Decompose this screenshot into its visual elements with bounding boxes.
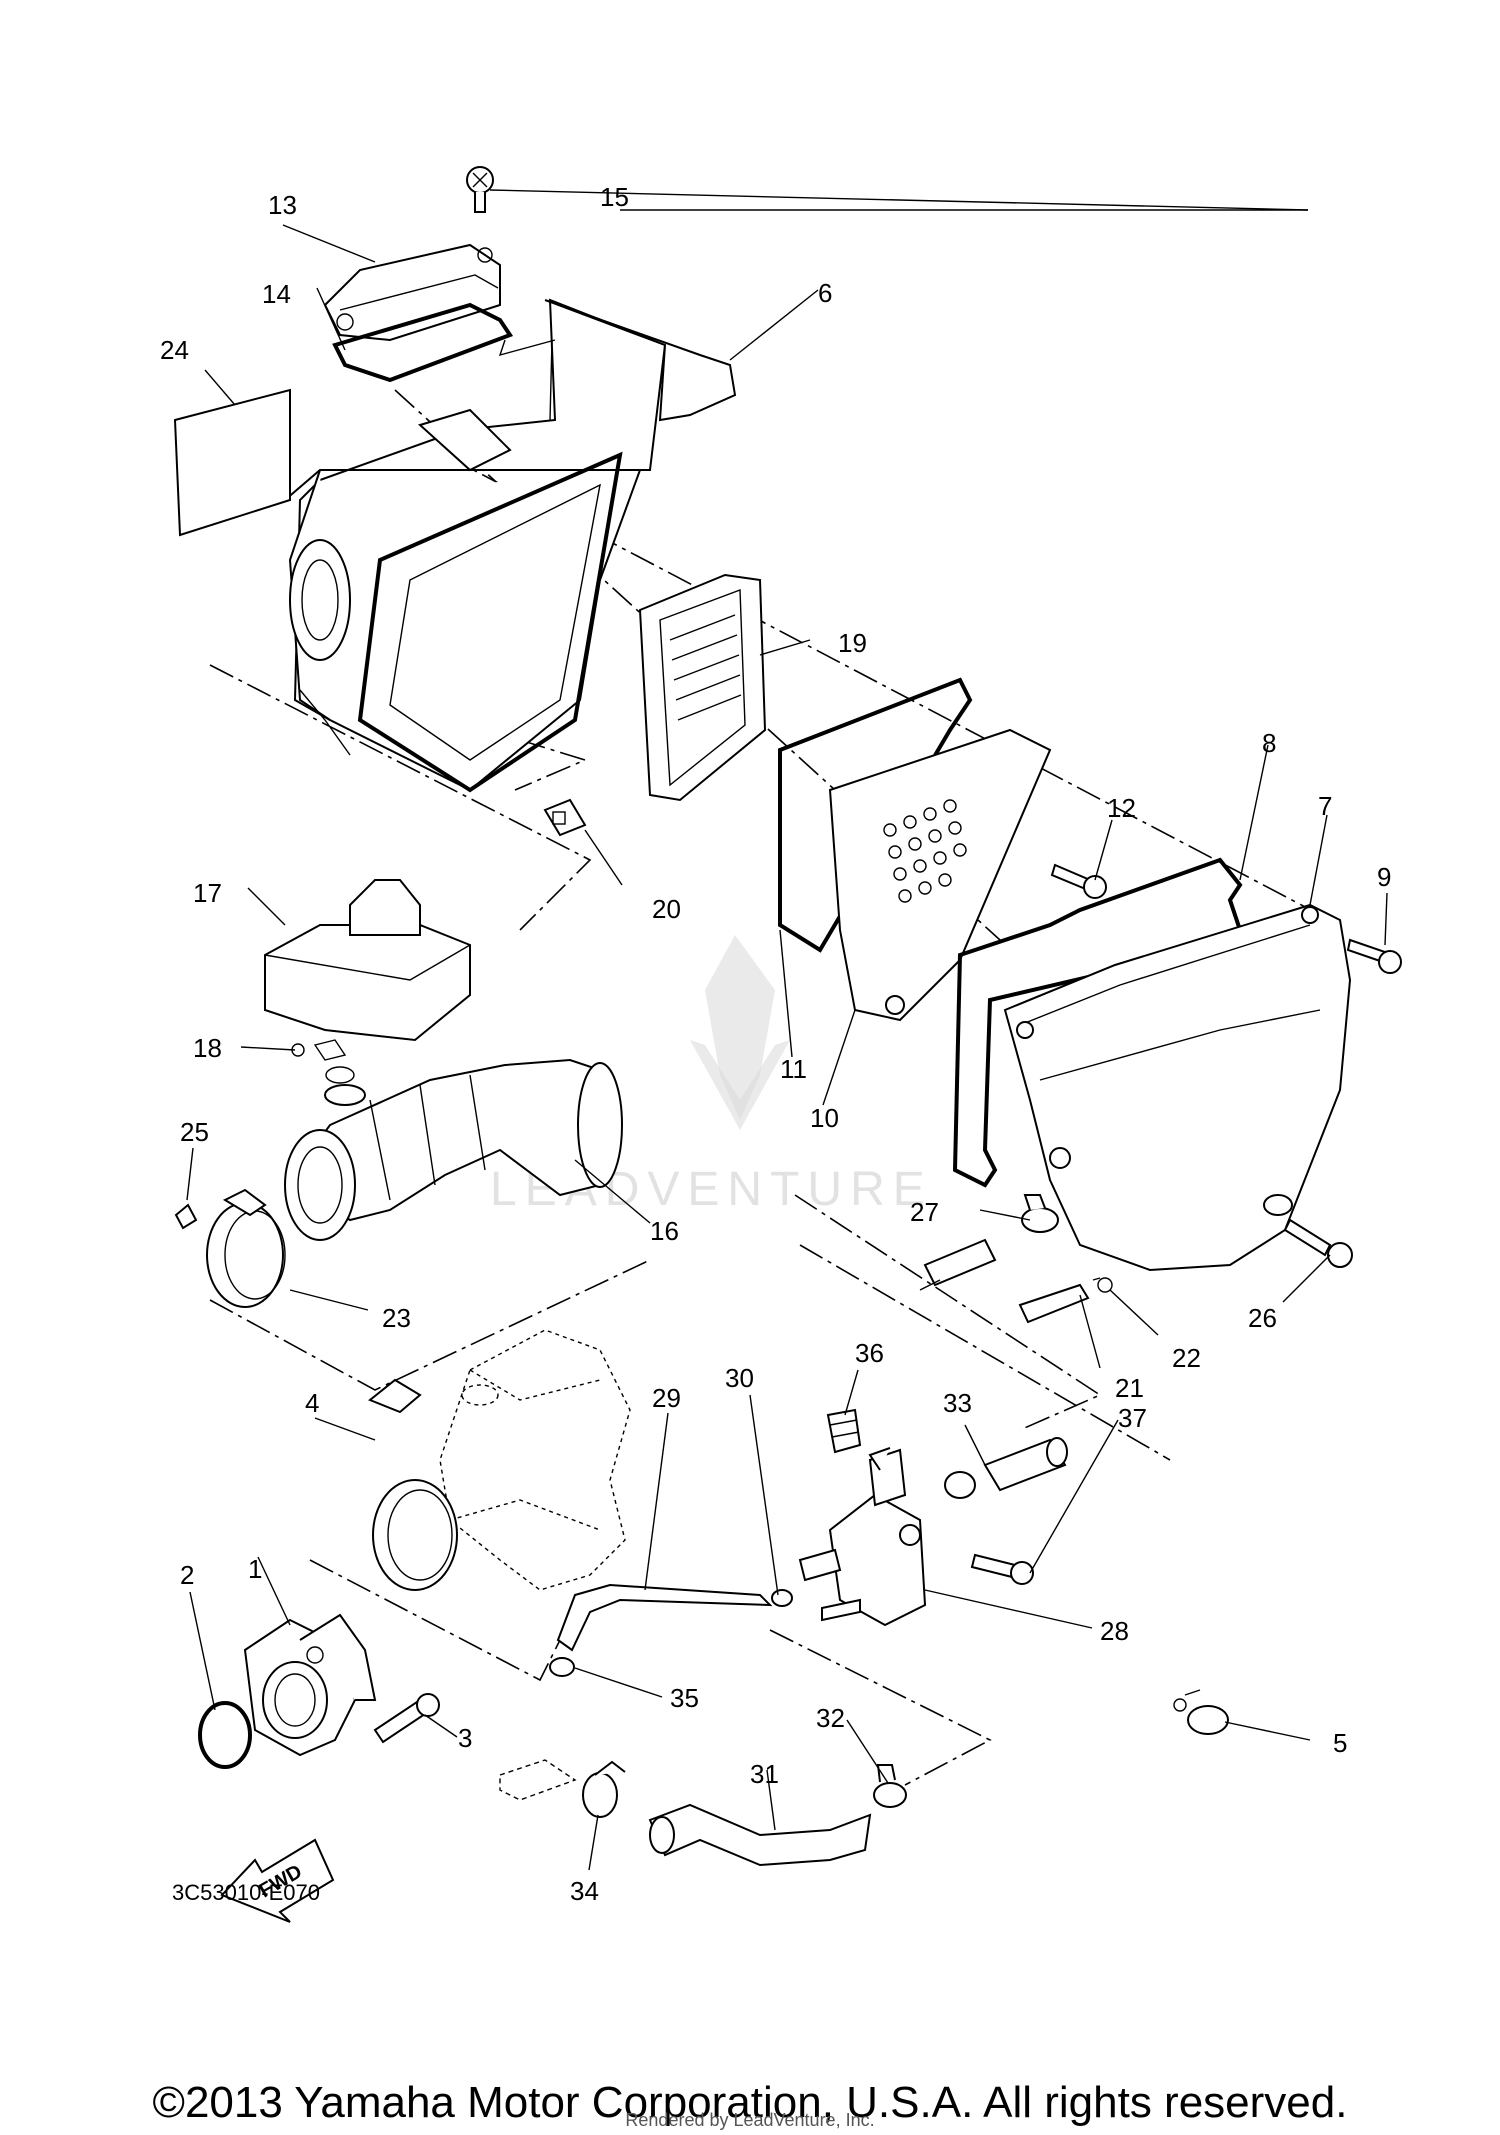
carburetor-outline (439, 1329, 631, 1591)
part-4-clamp (368, 1378, 458, 1591)
callout-15: 15 (600, 182, 629, 212)
part-11-seal (778, 677, 973, 953)
callout-1: 1 (248, 1554, 262, 1584)
part-19-air-filter-element (638, 573, 767, 802)
part-32-clamp (873, 1764, 907, 1808)
callout-26: 26 (1248, 1303, 1277, 1333)
callout-20: 20 (652, 894, 681, 924)
callout-29: 29 (652, 1383, 681, 1413)
callout-8: 8 (1262, 728, 1276, 758)
part-1-carburetor-joint (243, 1613, 377, 1757)
callout-30: 30 (725, 1363, 754, 1393)
part-14-gasket (332, 302, 514, 383)
part-12-screw (1050, 863, 1107, 899)
callout-2: 2 (180, 1560, 194, 1590)
callout-31: 31 (750, 1759, 779, 1789)
callout-34: 34 (570, 1876, 599, 1906)
fwd-arrow: FWD (220, 1838, 335, 1923)
part-6-air-filter-case (284, 298, 737, 793)
callout-5: 5 (1333, 1728, 1347, 1758)
callout-23: 23 (382, 1303, 411, 1333)
part-20-clip (543, 798, 587, 837)
part-21-plug (1018, 1283, 1090, 1324)
part-23-clamp (206, 1188, 286, 1308)
callout-33: 33 (943, 1388, 972, 1418)
callout-10: 10 (810, 1103, 839, 1133)
part-24-sheet (173, 388, 291, 537)
part-3-screw (373, 1693, 440, 1744)
callout-24: 24 (160, 335, 189, 365)
part-33-fuel-strainer (944, 1437, 1068, 1499)
callout-4: 4 (305, 1388, 319, 1418)
part-37-screw (970, 1553, 1034, 1585)
callout-7: 7 (1318, 791, 1332, 821)
callout-25: 25 (180, 1117, 209, 1147)
part-31-hose (648, 1803, 872, 1867)
part-35-clamp (549, 1657, 575, 1677)
part-5-clip (1173, 1689, 1229, 1735)
callout-17: 17 (193, 878, 222, 908)
callout-11: 11 (780, 1054, 807, 1084)
part-16-air-filter-joint (284, 1058, 623, 1241)
callout-35: 35 (670, 1683, 699, 1713)
callout-37: 37 (1118, 1403, 1147, 1433)
callout-13: 13 (268, 190, 297, 220)
callout-21: 21 (1115, 1373, 1144, 1403)
callout-27: 27 (910, 1197, 939, 1227)
callout-22: 22 (1172, 1343, 1201, 1373)
callout-16: 16 (650, 1216, 679, 1246)
part-30-clamp (771, 1589, 793, 1607)
callout-6: 6 (818, 278, 832, 308)
drain-hose-upper (919, 1238, 997, 1291)
part-18-clip (291, 1039, 355, 1084)
callout-3: 3 (458, 1723, 472, 1753)
part-13-cover (323, 243, 501, 342)
part-26-bolt (1283, 1218, 1353, 1268)
part-22-clip (1092, 1277, 1113, 1293)
part-9-screw (1346, 938, 1402, 974)
part-34-clamp (582, 1760, 626, 1818)
part-25-cap (174, 1203, 198, 1230)
copyright-notice: ©2013 Yamaha Motor Corporation, U.S.A. A… (152, 2078, 1348, 2127)
callout-19: 19 (838, 628, 867, 658)
part-15-screw (466, 166, 494, 213)
callout-28: 28 (1100, 1616, 1129, 1646)
diagram-code: 3C53010-E070 (172, 1880, 320, 1905)
drain-hose-lower (499, 1759, 577, 1801)
part-29-hose (556, 1583, 773, 1652)
callout-36: 36 (855, 1338, 884, 1368)
part-28-fuel-cock (798, 1447, 927, 1627)
part-17-cap (264, 879, 471, 1042)
rendered-by-notice: Rendered by LeadVenture, Inc. (625, 2110, 875, 2130)
part-10-joint-plate (828, 728, 1052, 1022)
callout-18: 18 (193, 1033, 222, 1063)
part-27-clamp (1021, 1194, 1059, 1233)
callout-32: 32 (816, 1703, 845, 1733)
part-2-o-ring (198, 1701, 252, 1769)
part-36-spring (826, 1408, 862, 1454)
leader-lines (186, 189, 1388, 1871)
callout-labels: 1 2 3 4 5 6 7 8 9 10 11 12 13 14 15 16 1… (160, 182, 1391, 1906)
callout-9: 9 (1377, 862, 1391, 892)
callout-14: 14 (262, 279, 291, 309)
callout-12: 12 (1107, 793, 1136, 823)
